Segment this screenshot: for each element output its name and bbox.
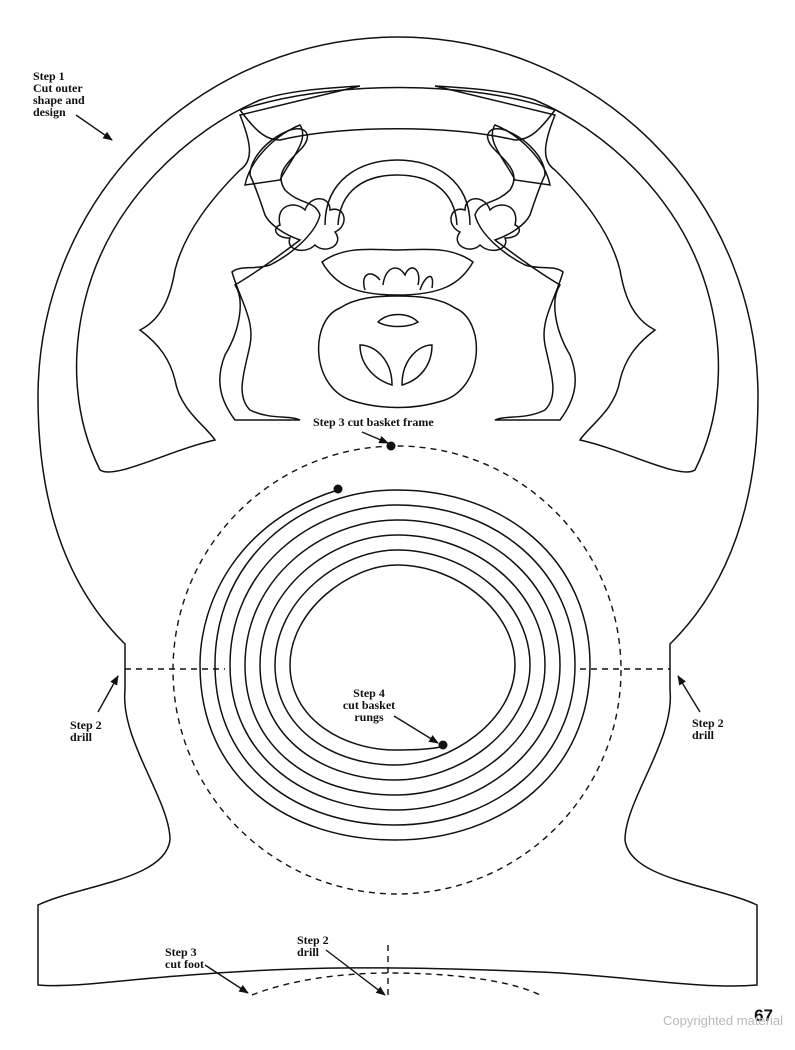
step2-left-label: Step 2 drill	[70, 719, 102, 743]
basket-handle-inner	[337, 174, 458, 226]
step1-line3: shape and	[33, 93, 85, 107]
step3-foot-line2: cut foot	[165, 957, 204, 971]
step4-line2: cut basket	[342, 698, 396, 712]
foot-cut-line	[251, 972, 541, 996]
basket-rim	[321, 248, 474, 296]
basket-rungs-spiral	[199, 489, 591, 841]
basket-tulips	[363, 267, 434, 291]
left-bunny-ear	[244, 124, 304, 186]
top-band-cutout	[238, 86, 557, 141]
step3-foot-label: Step 3 cut foot	[165, 946, 204, 970]
outer-outline	[37, 36, 759, 987]
left-bunny-outline	[219, 128, 321, 421]
step4-arrow	[393, 715, 439, 744]
step3-frame-arrow	[361, 431, 389, 444]
step2-bottom-line2: drill	[297, 945, 320, 959]
step1-line4: design	[33, 105, 66, 119]
arch-cutout-left	[75, 85, 361, 473]
step2-left-arrow	[97, 675, 119, 713]
step3-foot-arrow	[204, 964, 249, 994]
step2-right-arrow	[677, 675, 701, 713]
copyright-watermark: Copyrighted material	[663, 1013, 783, 1028]
basket-body	[318, 295, 477, 409]
left-flower	[274, 198, 345, 252]
arch-cutout-right	[434, 85, 720, 473]
rungs-end-drill-point	[438, 740, 448, 750]
step2-right-line2: drill	[692, 728, 715, 742]
step2-right-line1: Step 2	[692, 716, 724, 730]
step4-line3: rungs	[354, 710, 384, 724]
step4-line1: Step 4	[353, 686, 385, 700]
basket-frame-drill-point	[386, 441, 396, 451]
step3-frame-label: Step 3 cut basket frame	[313, 416, 434, 428]
step3-frame-text: Step 3 cut basket frame	[313, 415, 434, 429]
rungs-start-drill-point	[333, 484, 343, 494]
step4-label: Step 4 cut basket rungs	[332, 687, 406, 723]
step1-line2: Cut outer	[33, 81, 83, 95]
step1-arrow	[75, 114, 113, 141]
step2-left-line1: Step 2	[70, 718, 102, 732]
right-bunny-outline	[474, 128, 576, 421]
basket-handle	[324, 159, 471, 226]
step2-bottom-line1: Step 2	[297, 933, 329, 947]
right-flower	[450, 198, 521, 252]
step2-left-line2: drill	[70, 730, 93, 744]
step1-line1: Step 1	[33, 69, 65, 83]
basket-leaves	[359, 313, 433, 387]
step3-foot-line1: Step 3	[165, 945, 197, 959]
step2-right-label: Step 2 drill	[692, 717, 724, 741]
page-number: 67	[754, 1006, 773, 1025]
step2-bottom-arrow	[325, 949, 386, 996]
basket-frame-cut-line	[172, 445, 622, 895]
step1-label: Step 1 Cut outer shape and design	[33, 70, 85, 118]
step2-bottom-label: Step 2 drill	[297, 934, 329, 958]
right-bunny-ear	[491, 124, 551, 186]
